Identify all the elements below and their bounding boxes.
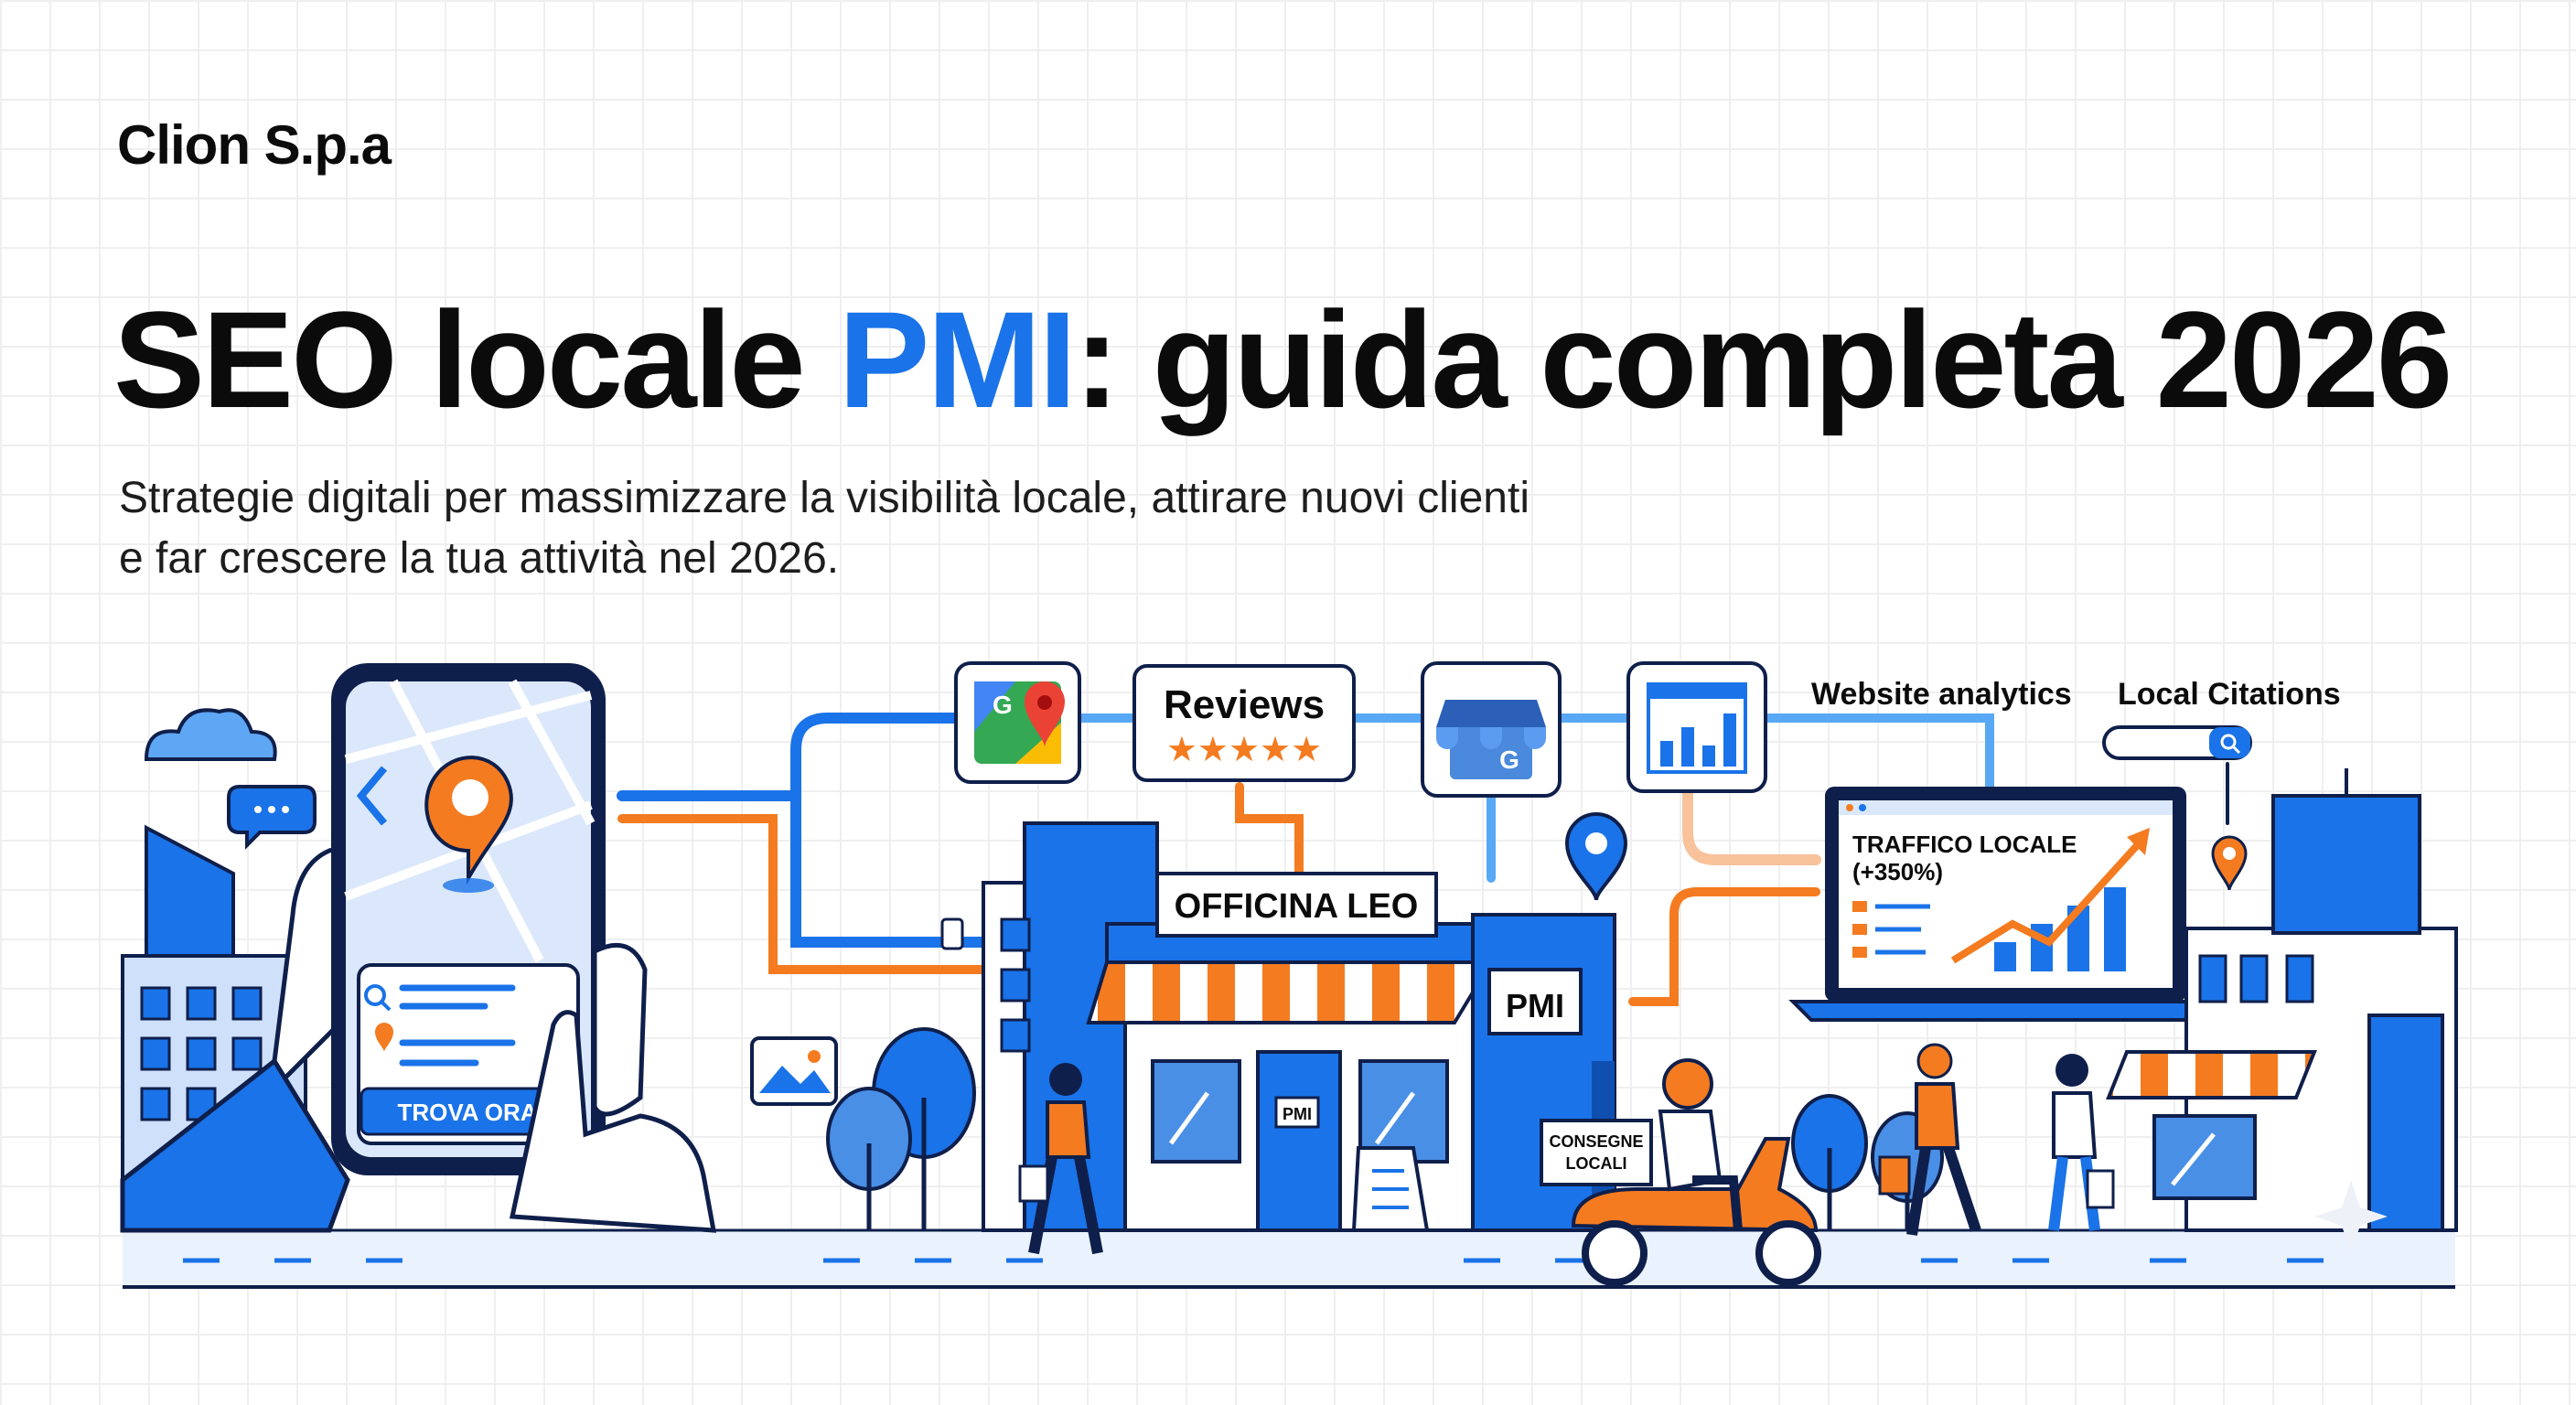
title-part-1: SEO locale <box>113 283 839 436</box>
citations-search-bar[interactable] <box>2102 725 2252 760</box>
website-analytics-label: Website analytics <box>1811 677 2072 712</box>
map-pin-icon <box>1564 811 1628 901</box>
door-sign: PMI <box>1283 1105 1312 1123</box>
local-citations-label: Local Citations <box>2118 677 2341 712</box>
sparkle-icon <box>2314 1180 2388 1253</box>
google-maps-letter: G <box>993 691 1013 719</box>
google-maps-icon: G <box>954 661 1081 784</box>
traffic-title: TRAFFICO LOCALE <box>1852 831 2077 858</box>
trova-ora-button[interactable]: TROVA ORA <box>397 1099 537 1126</box>
chat-bubble-icon <box>227 785 317 850</box>
pmi-sign: PMI <box>1506 987 1564 1024</box>
pedestrian-man-orange <box>1878 1043 1981 1236</box>
right-buildings <box>2106 768 2458 1232</box>
image-icon <box>750 1036 838 1106</box>
traffic-value: (+350%) <box>1852 858 1943 885</box>
brand-name: Clion S.p.a <box>117 114 392 176</box>
hand-holding-phone: TROVA ORA <box>120 663 717 1233</box>
delivery-sign-line-1: CONSEGNE <box>1549 1132 1643 1151</box>
page-title: SEO locale PMI: guida completa 2026 <box>113 291 2453 428</box>
shop-sign: OFFICINA LEO <box>1175 887 1419 926</box>
map-pin-icon <box>2211 835 2248 891</box>
officina-shop: OFFICINA LEO PMI <box>1086 872 1495 1232</box>
connection-lines <box>617 713 2229 1006</box>
page-subtitle: Strategie digitali per massimizzare la v… <box>119 468 1857 589</box>
title-accent: PMI <box>838 283 1077 436</box>
map-pin-icon <box>424 756 513 893</box>
pedestrian-woman <box>1018 1063 1103 1255</box>
street <box>123 1228 2455 1289</box>
google-business-letter: G <box>1499 745 1519 774</box>
analytics-chart-icon <box>1626 661 1767 793</box>
pedestrian-man-blue <box>2048 1054 2115 1231</box>
search-icon <box>364 984 392 1012</box>
search-icon <box>2220 734 2241 755</box>
reviews-label: Reviews <box>1164 682 1325 727</box>
laptop-analytics: TRAFFICO LOCALE (+350%) <box>1788 787 2218 1022</box>
subtitle-line-2: e far crescere la tua attività nel 2026. <box>119 534 840 583</box>
reviews-stars: ★★★★★ <box>1166 731 1322 769</box>
reviews-card: Reviews ★★★★★ <box>1132 664 1356 782</box>
delivery-scooter: CONSEGNE LOCALI <box>1540 1058 1821 1286</box>
delivery-sign-line-2: LOCALI <box>1566 1154 1627 1173</box>
subtitle-line-1: Strategie digitali per massimizzare la v… <box>119 474 1530 522</box>
title-part-2: : guida completa 2026 <box>1074 283 2453 436</box>
google-business-icon: G <box>1421 661 1562 798</box>
